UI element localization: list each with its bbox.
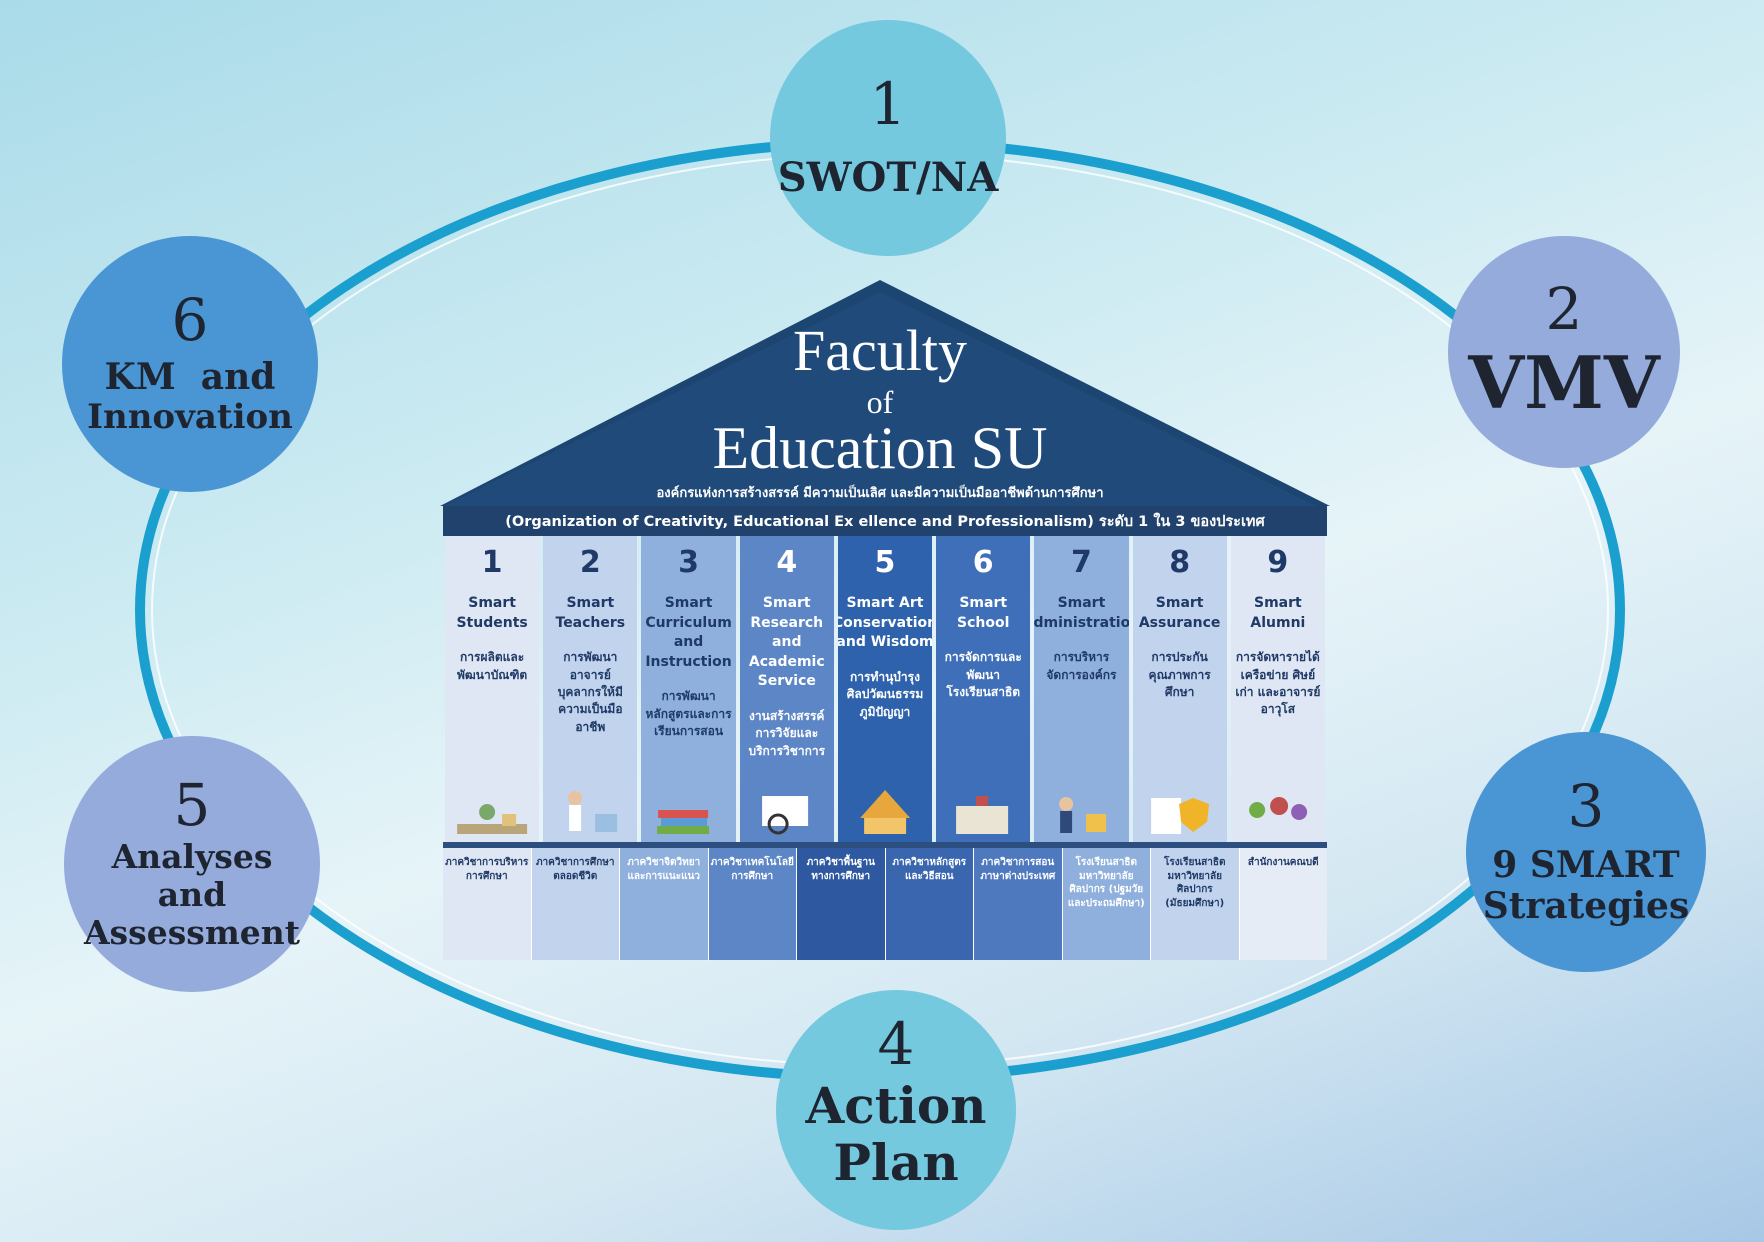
strategy-pillars: 1 Smart Students การผลิตและพัฒนาบัณฑิต 2…	[443, 536, 1327, 842]
pillar-number: 9	[1267, 545, 1289, 580]
pillar-name: Smart Teachers	[555, 595, 626, 631]
students-illustration	[457, 804, 528, 834]
department-cell: ภาควิชาการศึกษาตลอดชีวิต	[531, 848, 620, 960]
pillar-name: Smart Research and Academic Service	[748, 595, 825, 690]
curriculum-illustration	[657, 810, 710, 834]
cycle-step-5: 5 Analyses and Assessment	[64, 736, 320, 992]
department-cell: สำนักงานคณบดี	[1239, 848, 1327, 960]
pillar-6: 6 Smart School การจัดการและพัฒนาโรงเรียน…	[936, 536, 1031, 842]
pillar-thai: การพัฒนาอาจารย์ บุคลากรให้มีความเป็นมืออ…	[557, 650, 623, 734]
pillar-number: 5	[874, 545, 896, 580]
step-number: 2	[1545, 274, 1583, 343]
department-cell: โรงเรียนสาธิตมหาวิทยาลัยศิลปากร (ปฐมวัยแ…	[1062, 848, 1151, 960]
pillar-number: 6	[972, 545, 994, 580]
pillar-3: 3 Smart Curriculum and Instruction การพั…	[641, 536, 736, 842]
step-number: 1	[869, 70, 907, 138]
house-title-education: Education SU	[712, 415, 1048, 481]
pillar-5: 5 Smart Art Conservation and Wisdom การท…	[837, 536, 933, 842]
pillar-number: 8	[1169, 545, 1191, 580]
pillar-thai: งานสร้างสรรค์ การวิจัยและบริการวิชาการ	[748, 708, 826, 758]
cycle-step-1: 1 SWOT/NA	[770, 20, 1006, 256]
step-number: 5	[173, 771, 211, 840]
step-number: 6	[171, 285, 209, 354]
pillar-4: 4 Smart Research and Academic Service งา…	[739, 536, 834, 842]
department-row: ภาควิชาการบริหารการศึกษา ภาควิชาการศึกษา…	[443, 848, 1327, 960]
pillar-number: 3	[678, 545, 699, 580]
step-label-line1: KM and	[104, 355, 276, 398]
pillar-name: Smart Curriculum and Instruction	[645, 595, 732, 670]
step-label-line1: 9 SMART	[1492, 843, 1680, 886]
pillar-9: 9 Smart Alumni การจัดหารายได้ เครือข่าย …	[1230, 536, 1325, 842]
alumni-illustration	[1248, 797, 1307, 820]
house-title-of: of	[866, 384, 894, 420]
pillar-number: 2	[579, 545, 601, 580]
department-cell: ภาควิชาการบริหารการศึกษา	[443, 848, 532, 960]
pillar-thai: การจัดหารายได้ เครือข่าย ศิษย์เก่า และอา…	[1235, 650, 1321, 717]
department-cell: ภาควิชาการสอนภาษาต่างประเทศ	[974, 848, 1063, 960]
house-base	[443, 842, 1327, 848]
step-label: SWOT/NA	[777, 154, 999, 201]
pillar-thai: การพัฒนาหลักสูตรและการเรียนการสอน	[645, 689, 732, 739]
pillar-thai: การทำนุบำรุงศิลปวัฒนธรรมภูมิปัญญา	[846, 669, 924, 719]
pillar-number: 7	[1070, 545, 1092, 580]
department-cell: ภาควิชาพื้นฐานทางการศึกษา	[797, 848, 886, 960]
step-label-line2: Innovation	[87, 397, 293, 438]
step-label-line2: Strategies	[1482, 885, 1690, 927]
step-label-line2: Plan	[833, 1133, 959, 1192]
step-number: 4	[877, 1009, 915, 1078]
motto-thai: องค์กรแห่งการสร้างสรรค์ มีความเป็นเลิศ แ…	[656, 486, 1104, 501]
pillar-number: 1	[481, 545, 503, 580]
pillar-thai: การบริหารจัดการองค์กร	[1046, 650, 1117, 682]
pillar-name: Smart Assurance	[1138, 595, 1221, 631]
department-cell: ภาควิชาจิตวิทยาและการแนะแนว	[620, 848, 709, 960]
teachers-illustration	[568, 791, 618, 832]
step-label-line1: Analyses	[111, 837, 273, 877]
pillar-name: Smart School	[957, 595, 1010, 631]
step-number: 3	[1567, 771, 1605, 840]
step-label: VMV	[1468, 339, 1660, 425]
department-cell: ภาควิชาเทคโนโลยีการศึกษา	[708, 848, 797, 960]
motto-english: (Organization of Creativity, Educational…	[443, 506, 1327, 536]
pillar-thai: การประกันคุณภาพการศึกษา	[1148, 650, 1211, 699]
pillar-name: Smart Students	[456, 595, 528, 631]
pillar-number: 4	[776, 545, 798, 580]
cycle-step-3: 3 9 SMART Strategies	[1466, 732, 1706, 972]
administration-illustration	[1059, 797, 1107, 833]
pillar-name: Smart Alumni	[1250, 595, 1306, 631]
pillar-8: 8 Smart Assurance การประกันคุณภาพการศึกษ…	[1132, 536, 1227, 842]
step-label-line3: Assessment	[83, 912, 301, 952]
department-cell: ภาควิชาหลักสูตรและวิธีสอน	[885, 848, 974, 960]
assurance-illustration	[1150, 798, 1209, 834]
temple-illustration	[859, 790, 910, 834]
pillar-2: 2 Smart Teachers การพัฒนาอาจารย์ บุคลากร…	[543, 536, 638, 842]
pillar-name: Smart Administration	[1034, 595, 1129, 631]
cycle-step-4: 4 Action Plan	[776, 990, 1016, 1230]
cycle-step-2: 2 VMV	[1448, 236, 1680, 468]
research-illustration	[761, 796, 808, 835]
pillar-1: 1 Smart Students การผลิตและพัฒนาบัณฑิต	[445, 536, 540, 842]
cycle-step-6: 6 KM and Innovation	[62, 236, 318, 492]
department-cell: โรงเรียนสาธิตมหาวิทยาลัยศิลปากร (มัธยมศึ…	[1151, 848, 1240, 960]
step-label-line2: and	[157, 875, 227, 915]
step-label-line1: Action	[805, 1075, 987, 1135]
pillar-7: 7 Smart Administration การบริหารจัดการอง…	[1034, 536, 1129, 842]
school-illustration	[956, 796, 1009, 834]
pillar-thai: การผลิตและพัฒนาบัณฑิต	[457, 650, 528, 682]
pillar-name: Smart Art Conservation and Wisdom	[837, 595, 933, 651]
house-title-faculty: Faculty	[793, 318, 967, 383]
pillar-thai: การจัดการและพัฒนาโรงเรียนสาธิต	[944, 650, 1022, 699]
